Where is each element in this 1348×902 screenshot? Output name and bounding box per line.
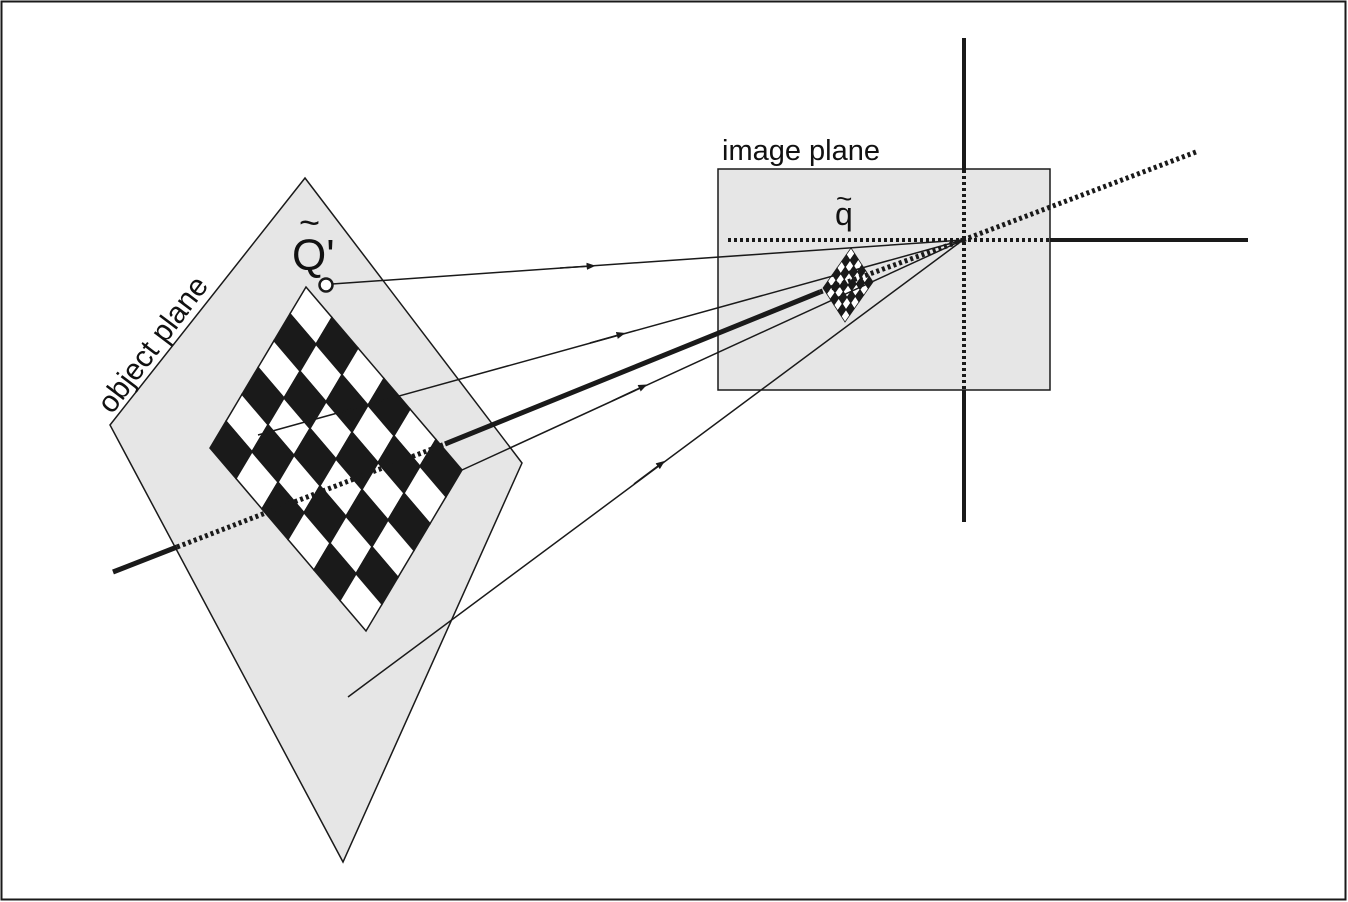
ray-arrow-q-prime xyxy=(559,262,596,270)
optical-axis-solid xyxy=(444,289,821,447)
q-prime-label: Q' xyxy=(292,231,335,280)
ray-from-q-prime xyxy=(331,239,964,285)
ray-arrow-right-corner xyxy=(611,384,648,402)
image-plane xyxy=(717,168,1051,391)
object-board-square xyxy=(339,572,383,633)
image-plane-label: image plane xyxy=(722,135,880,167)
ray-arrow-left-corner xyxy=(589,331,626,344)
optical-axis-dotted-image xyxy=(819,237,964,295)
q-prime-tilde: ~ xyxy=(299,202,320,243)
optical-axis-solid-left xyxy=(112,544,178,575)
ray-arrow-bottom-corner xyxy=(633,460,665,485)
object-point-q-prime xyxy=(318,277,334,293)
ray-right-corner xyxy=(461,239,964,471)
image-checkerboard xyxy=(822,247,874,323)
image-board-square xyxy=(840,308,851,323)
q-label: q xyxy=(835,196,853,232)
q-tilde: ~ xyxy=(836,183,852,214)
